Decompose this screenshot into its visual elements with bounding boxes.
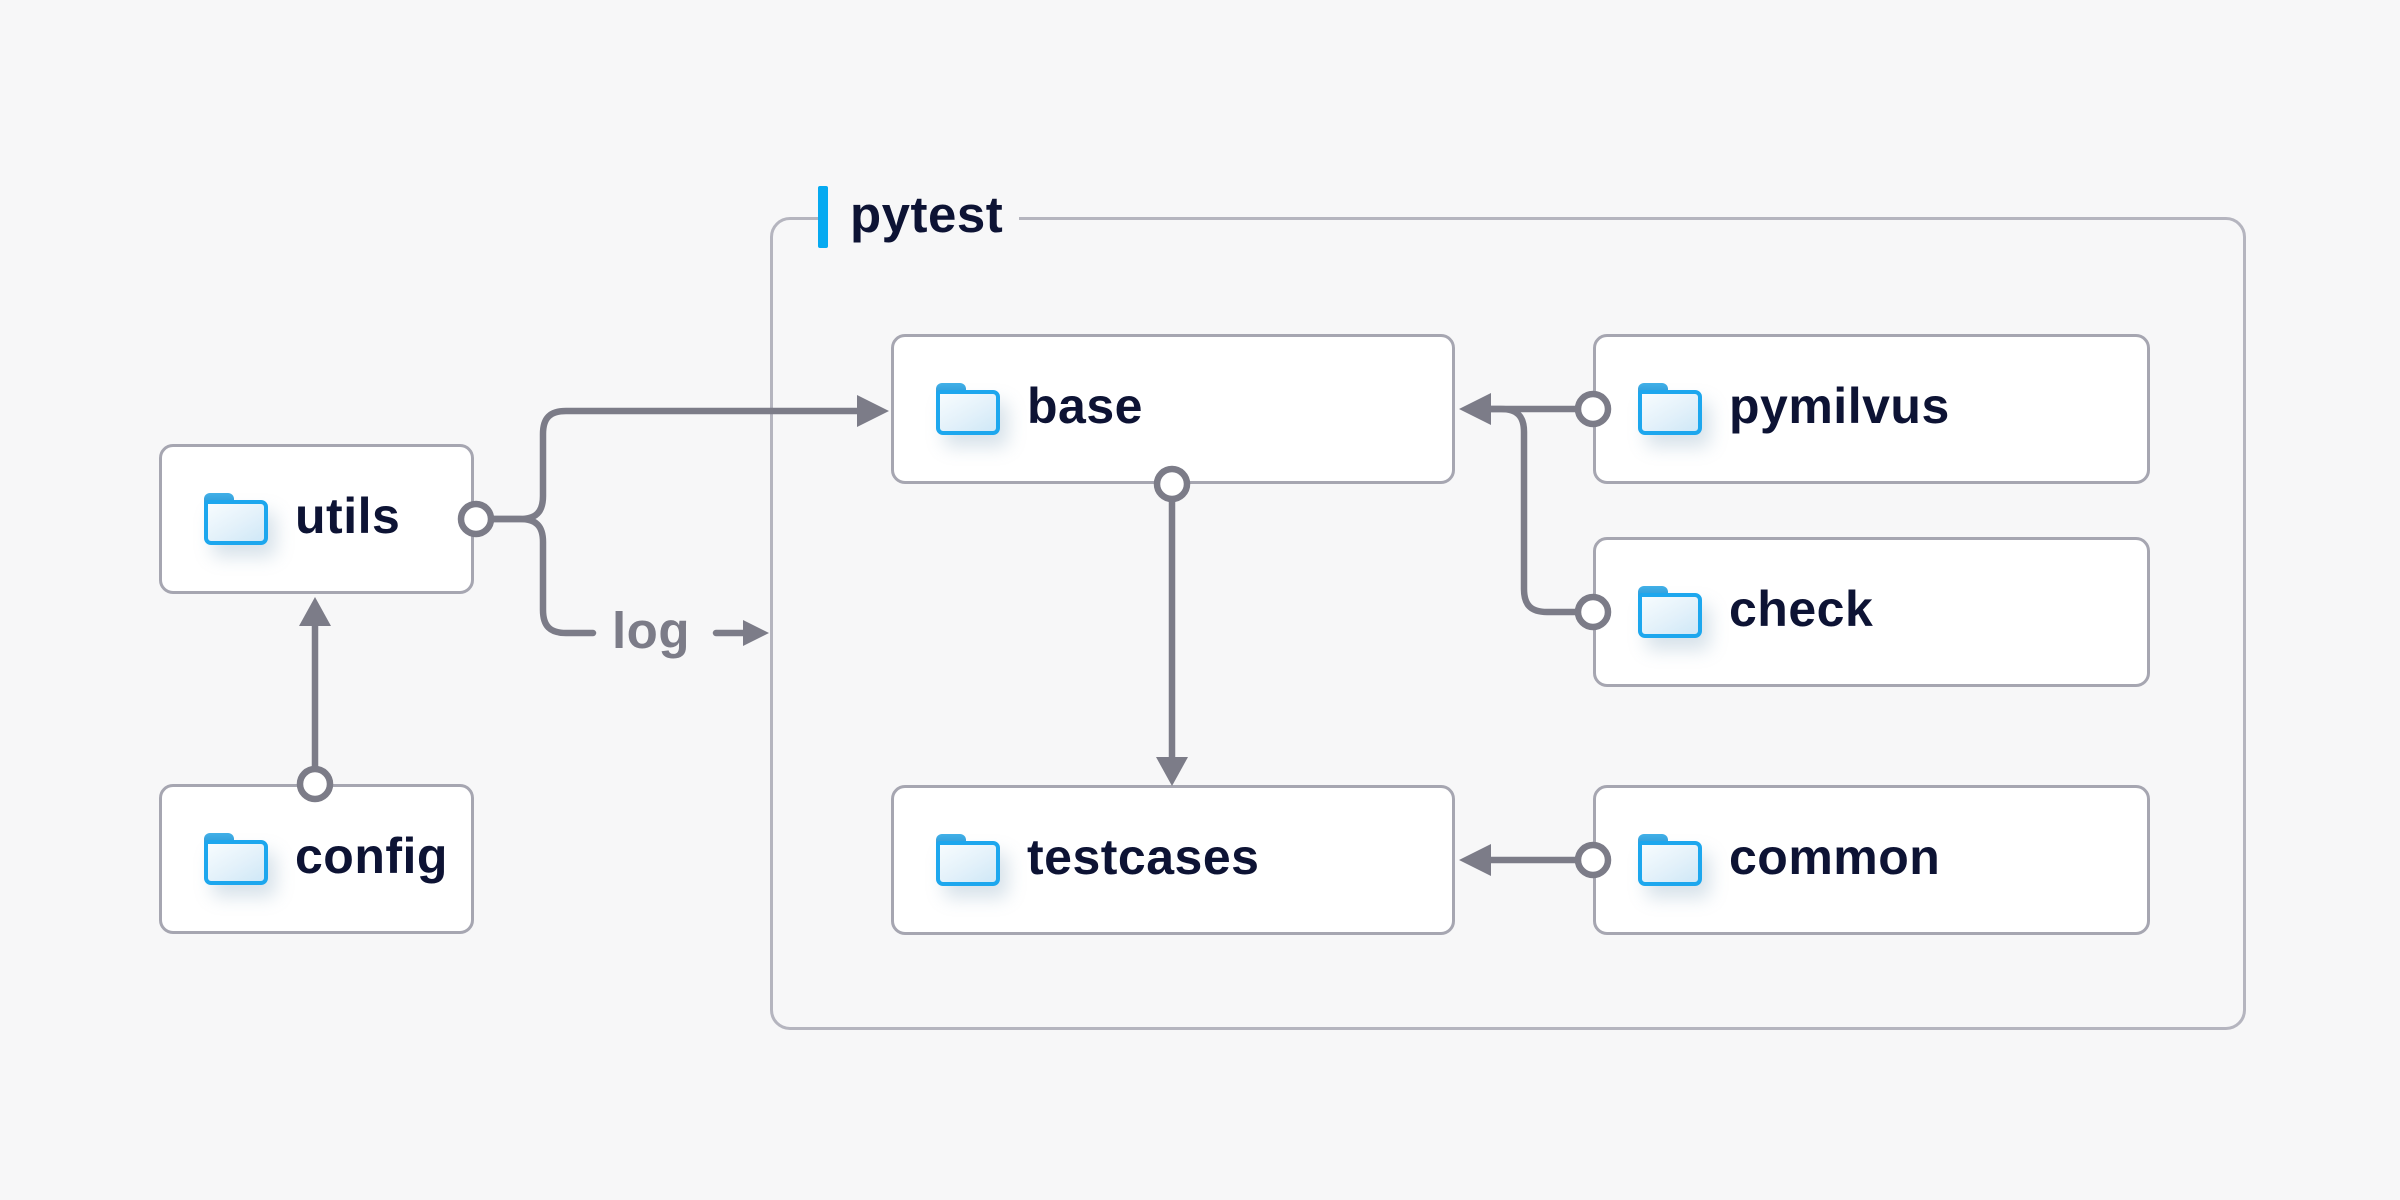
node-utils: utils [159, 444, 474, 594]
accent-bar [818, 186, 828, 248]
node-label-testcases: testcases [1027, 829, 1260, 885]
folder-body [936, 841, 1000, 886]
node-label-config: config [295, 828, 448, 884]
folder-body [204, 840, 268, 885]
pytest-group-title: pytest [850, 185, 1004, 243]
node-base: base [891, 334, 1455, 484]
folder-icon [1638, 383, 1702, 435]
node-common: common [1593, 785, 2150, 935]
folder-icon [1638, 586, 1702, 638]
node-check: check [1593, 537, 2150, 687]
node-label-base: base [1027, 378, 1143, 434]
node-label-utils: utils [295, 488, 401, 544]
folder-body [1638, 841, 1702, 886]
node-label-common: common [1729, 829, 1941, 885]
folder-icon [204, 493, 268, 545]
folder-icon [204, 833, 268, 885]
log-edge-label: log [612, 602, 690, 660]
folder-body [936, 390, 1000, 435]
pytest-group-label: pytest [818, 185, 1020, 248]
folder-icon [936, 383, 1000, 435]
arrowhead-config-to-utils [299, 597, 331, 626]
arrowhead-log [743, 620, 769, 646]
pytest-group-container [770, 217, 2246, 1030]
node-label-pymilvus: pymilvus [1729, 378, 1950, 434]
node-testcases: testcases [891, 785, 1455, 935]
folder-icon [1638, 834, 1702, 886]
folder-body [1638, 593, 1702, 638]
folder-body [1638, 390, 1702, 435]
folder-icon [936, 834, 1000, 886]
node-config: config [159, 784, 474, 934]
node-pymilvus: pymilvus [1593, 334, 2150, 484]
node-label-check: check [1729, 581, 1874, 637]
edge-utils-to-log [489, 515, 597, 637]
folder-body [204, 500, 268, 545]
